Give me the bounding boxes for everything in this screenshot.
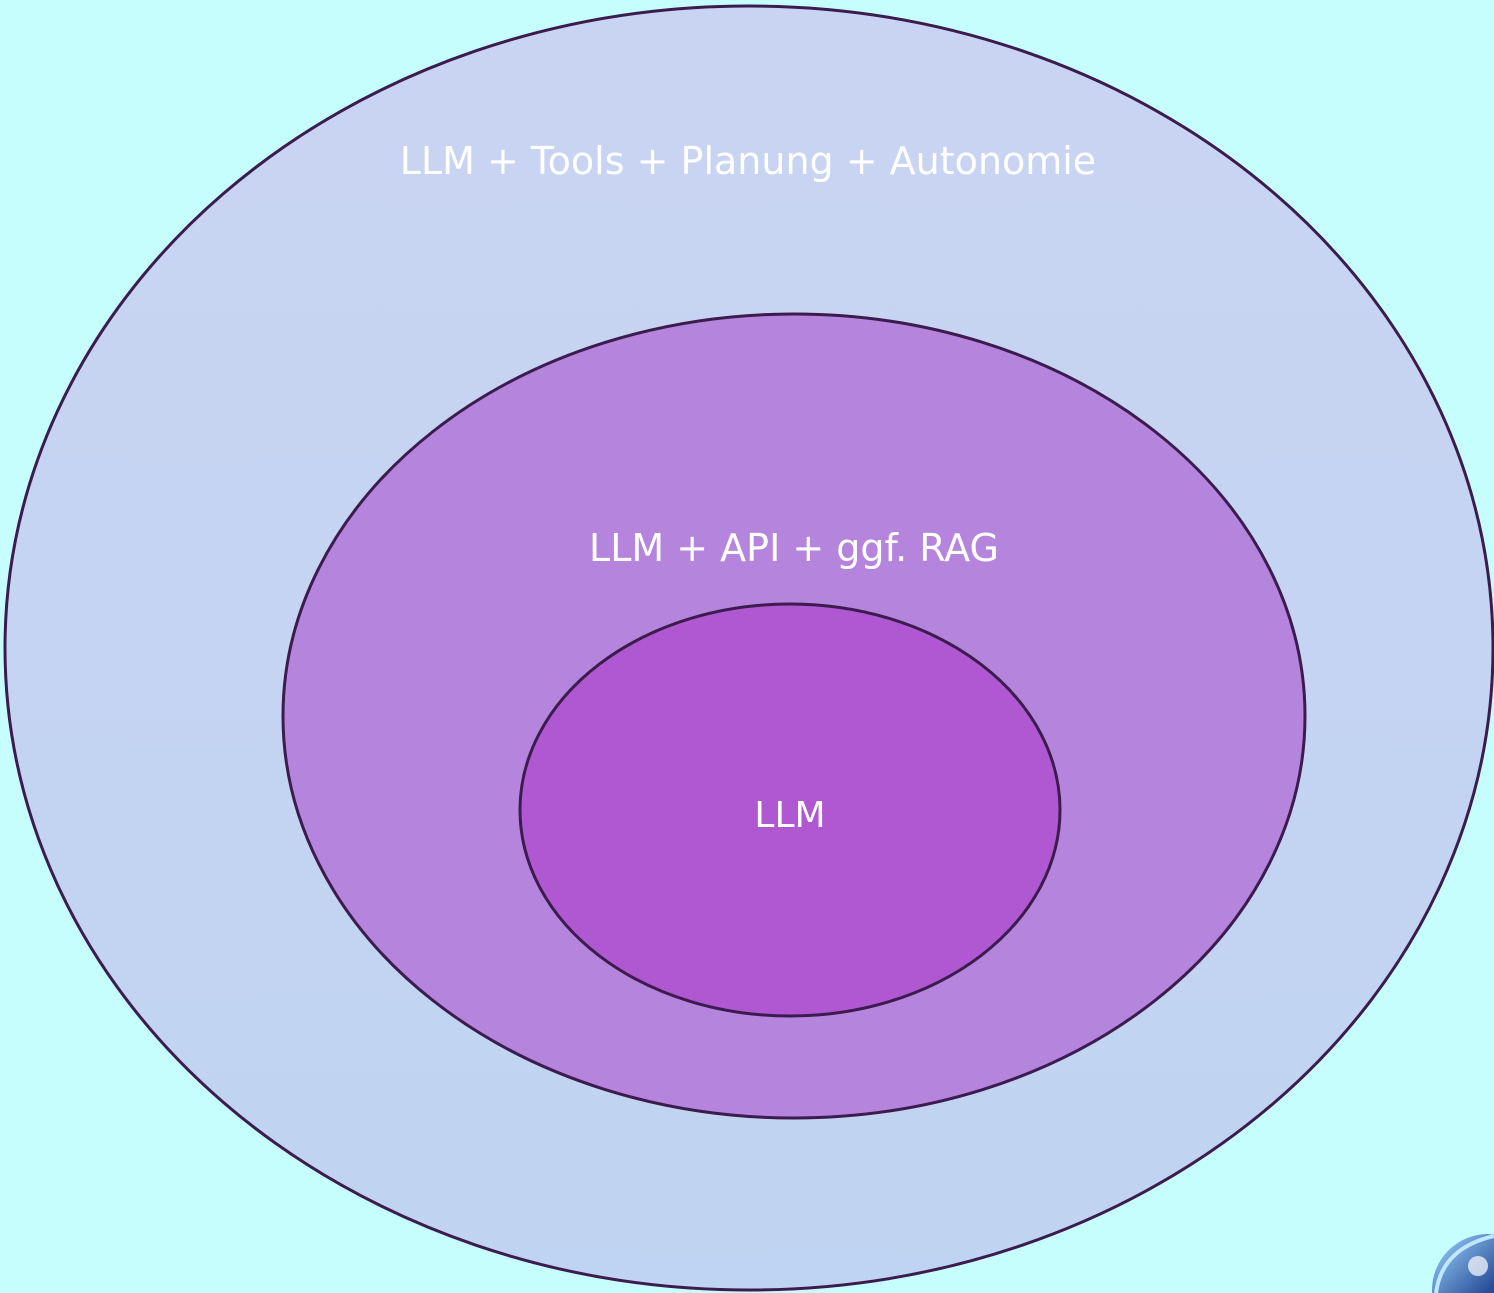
inner-ring-label: LLM <box>754 795 825 836</box>
decorative-orb-icon <box>1432 1234 1494 1293</box>
middle-ring-label: LLM + API + ggf. RAG <box>589 526 999 570</box>
outer-ring-label: LLM + Tools + Planung + Autonomie <box>400 139 1096 183</box>
inner-ring <box>518 602 1062 1018</box>
